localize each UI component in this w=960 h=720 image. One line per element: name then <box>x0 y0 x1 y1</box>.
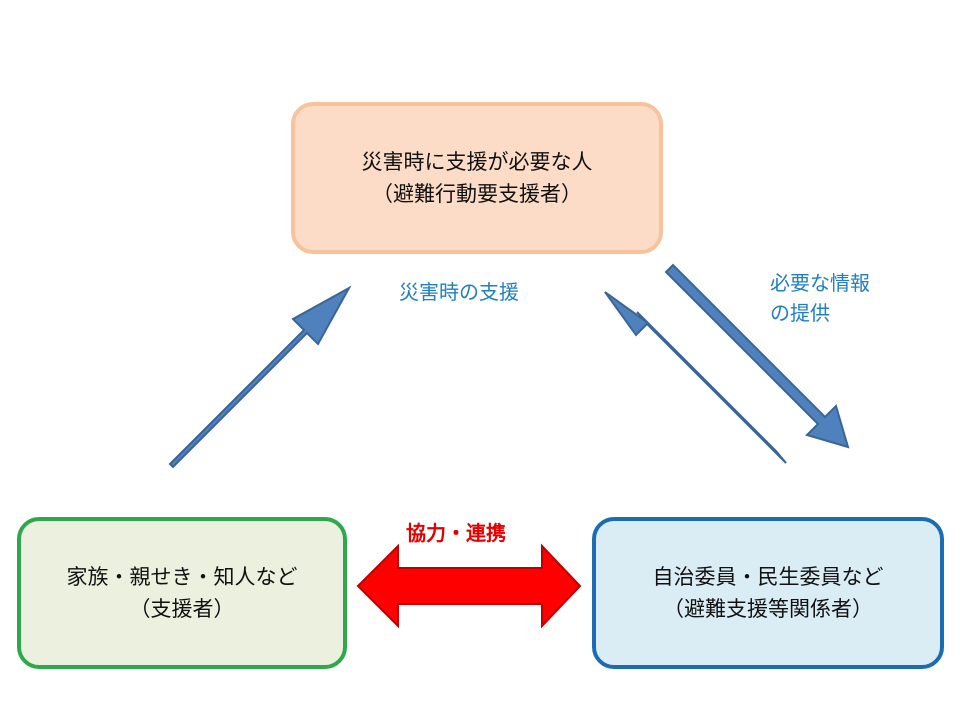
arrow-left-right-cooperation <box>356 543 582 629</box>
label-disaster-support: 災害時の支援 <box>399 280 519 304</box>
node-community-officials: 自治委員・民生委員など （避難支援等関係者） <box>592 517 944 669</box>
arrow-left-to-top <box>168 285 352 469</box>
label-info-provision-line1: 必要な情報 <box>770 271 870 295</box>
node-right-subtitle: （避難支援等関係者） <box>663 597 873 621</box>
arrow-right-to-top <box>604 291 787 464</box>
node-right-title: 自治委員・民生委員など <box>652 565 884 589</box>
arrow-top-to-right <box>664 263 850 449</box>
node-top-subtitle: （避難行動要支援者） <box>372 182 582 206</box>
label-cooperation: 協力・連携 <box>406 521 506 545</box>
node-top-title: 災害時に支援が必要な人 <box>361 150 593 174</box>
node-family-supporters: 家族・親せき・知人など （支援者） <box>17 517 347 669</box>
label-info-provision-line2: の提供 <box>770 301 830 325</box>
node-person-needing-support: 災害時に支援が必要な人 （避難行動要支援者） <box>291 102 663 254</box>
node-left-subtitle: （支援者） <box>129 597 235 621</box>
node-left-title: 家族・親せき・知人など <box>66 565 298 589</box>
